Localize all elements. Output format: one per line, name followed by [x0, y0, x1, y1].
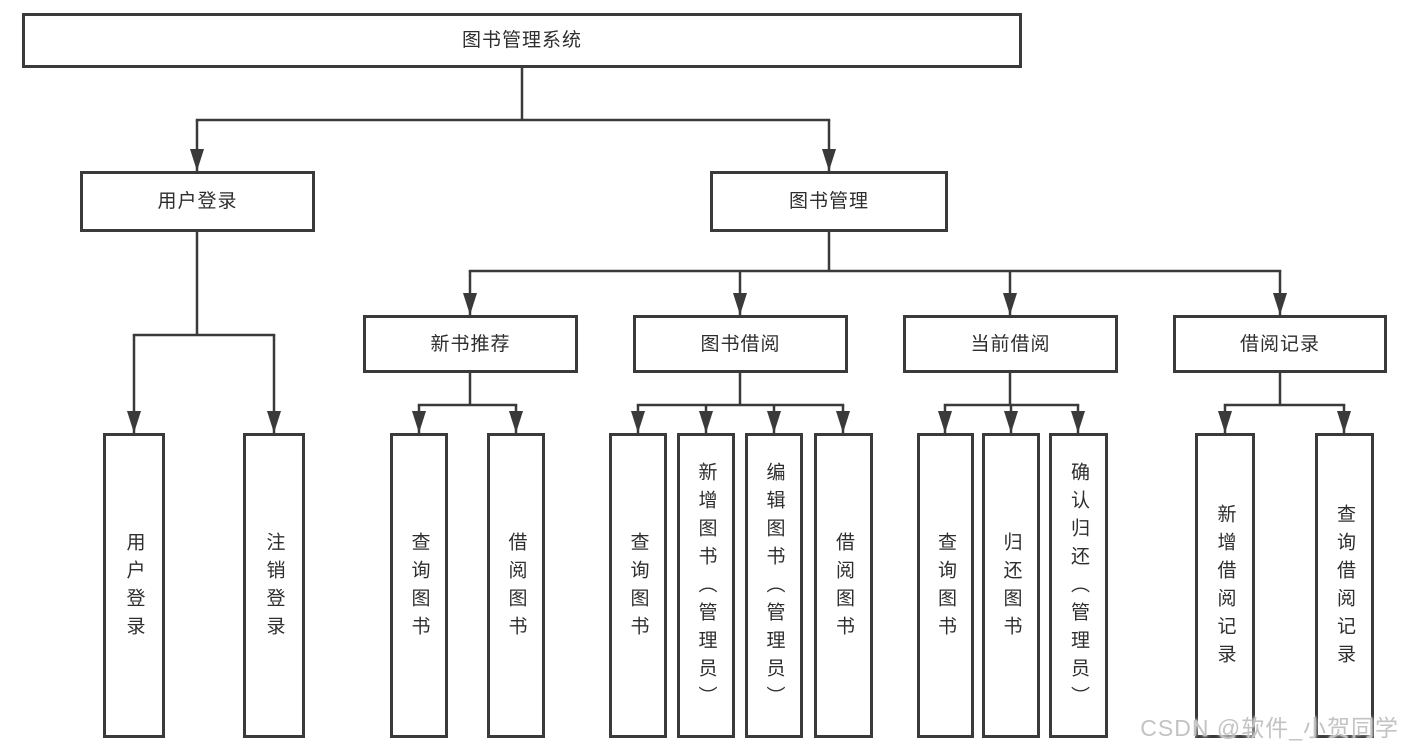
node-new-book-recommend: 新书推荐	[363, 315, 578, 373]
node-book-borrow: 图书借阅	[633, 315, 848, 373]
leaf-add-books-admin: 新增图书（管理员）	[677, 433, 735, 738]
leaf-add-borrow-record: 新增借阅记录	[1195, 433, 1255, 738]
node-user-login: 用户登录	[80, 171, 315, 232]
leaf-borrow-books: 借阅图书	[814, 433, 873, 738]
leaf-user-login: 用户登录	[103, 433, 165, 738]
leaf-query-books-current: 查询图书	[917, 433, 974, 738]
leaf-query-books-borrow: 查询图书	[609, 433, 667, 738]
leaf-query-borrow-record: 查询借阅记录	[1315, 433, 1374, 738]
node-current-borrow: 当前借阅	[903, 315, 1118, 373]
node-borrow-records: 借阅记录	[1173, 315, 1387, 373]
node-root: 图书管理系统	[22, 13, 1022, 68]
leaf-edit-books-admin: 编辑图书（管理员）	[745, 433, 803, 738]
leaf-borrow-books-recommend: 借阅图书	[487, 433, 545, 738]
node-book-management: 图书管理	[710, 171, 948, 232]
leaf-logout: 注销登录	[243, 433, 305, 738]
leaf-return-books: 归还图书	[982, 433, 1040, 738]
leaf-query-books-recommend: 查询图书	[390, 433, 448, 738]
csdn-watermark: CSDN @软件_小贺同学	[1140, 715, 1399, 741]
leaf-confirm-return-admin: 确认归还（管理员）	[1049, 433, 1108, 738]
